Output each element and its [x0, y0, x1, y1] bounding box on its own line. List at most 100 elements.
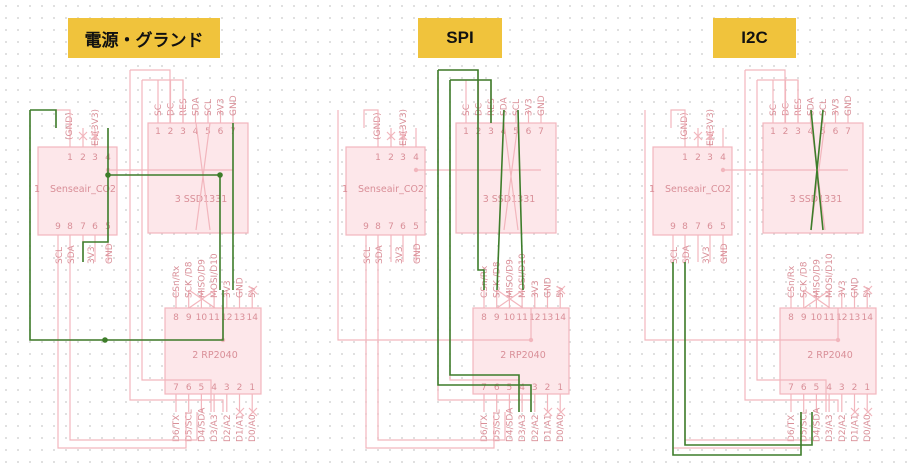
mcu-pin-number: 8	[788, 313, 794, 323]
junction-dot	[835, 337, 841, 343]
sensor-pin-number: 5	[413, 222, 419, 232]
display-pin-label: RES	[487, 98, 497, 116]
display-name: 3 SSD1331	[483, 194, 536, 205]
mcu-nc-mark	[248, 285, 258, 295]
mcu-name: 2 RP2040	[192, 350, 238, 361]
net-dc-base	[744, 70, 839, 412]
sensor-ref: 1	[34, 184, 40, 195]
mcu-pin-label: 3V3	[838, 280, 848, 298]
display-pin-number: 3	[795, 127, 801, 137]
sensor-nc-mark	[693, 131, 703, 141]
sensor-pin-number: 6	[707, 222, 713, 232]
sensor-nc-mark	[90, 131, 100, 141]
sensor-gnd-loop	[670, 109, 686, 128]
mcu-internal-cross	[188, 289, 216, 309]
sensor-pin-number: 8	[67, 222, 73, 232]
display-pin-number: 2	[783, 127, 789, 137]
mcu-pin-label: MOSI/D10	[825, 253, 835, 298]
sensor-pin-number: 9	[670, 222, 676, 232]
mcu-pin-number: 3	[224, 383, 230, 393]
net-scl-base	[57, 262, 187, 449]
sensor-pin-label: SDA	[67, 245, 77, 264]
display-pin-number: 3	[488, 127, 494, 137]
net-i2c-highlight	[672, 109, 824, 456]
sensor-pin-number: 8	[375, 222, 381, 232]
display-pin-label: 3V3	[217, 98, 227, 116]
mcu-pin-label: D4/SDA	[197, 407, 207, 442]
sensor-pin-number: 1	[67, 153, 73, 163]
mcu-pin-number: 1	[557, 383, 563, 393]
mcu-pin-number: 11	[823, 313, 834, 323]
mcu-pin-label: CSn/Rx	[480, 265, 490, 298]
sensor-pin-label: SDA	[375, 245, 385, 264]
mcu-pin-number: 11	[516, 313, 527, 323]
sensor-pin-number: 3	[92, 153, 98, 163]
mcu-pin-label: D3/A3	[825, 414, 835, 442]
mcu-pin-label: 5V	[556, 285, 566, 298]
display-name: 3 SSD1331	[175, 194, 228, 205]
display-ctrl-wire	[142, 79, 184, 123]
mcu-pin-label: D0/A0	[248, 414, 258, 442]
mcu-pin-number: 14	[554, 313, 566, 323]
mcu-pin-number: 12	[836, 313, 847, 323]
display-pin-number: 4	[808, 127, 814, 137]
mcu-pin-label: MISO/D9	[812, 259, 822, 298]
sensor-nc-mark	[78, 131, 88, 141]
sensor-pin-label: GND	[413, 243, 423, 264]
sensor-nc-mark	[705, 131, 715, 141]
mcu-pin-number: 2	[852, 383, 858, 393]
display-name: 3 SSD1331	[790, 194, 843, 205]
mcu-pin-label: D4/SDA	[812, 407, 822, 442]
display-pin-number: 7	[845, 127, 851, 137]
display-pin-label: DC	[167, 103, 177, 116]
display-pin-label: 3V3	[525, 98, 535, 116]
mcu-nc-mark	[248, 407, 258, 417]
mcu-nc-mark	[235, 407, 245, 417]
mcu-pin-label: 5V	[863, 285, 873, 298]
mcu-pin-number: 8	[173, 313, 179, 323]
mcu-pin-number: 9	[801, 313, 807, 323]
mcu-pin-label: SCK /D8	[185, 261, 195, 298]
mcu-nc-mark	[863, 407, 873, 417]
sensor-name: Senseair_CO2	[665, 184, 731, 195]
mcu-pin-label: D1/A1	[851, 414, 861, 442]
mcu-pin-number: 5	[199, 383, 205, 393]
sensor-pin-number: 1	[375, 153, 381, 163]
junction-dot	[102, 337, 108, 343]
sensor-ref: 1	[342, 184, 348, 195]
mcu-pin-label: D6/TX	[787, 415, 797, 442]
sensor-pin-number: 2	[695, 153, 701, 163]
mcu-internal-cross	[496, 289, 524, 309]
mcu-internal-cross	[803, 289, 831, 309]
mcu-pin-label: D3/A3	[210, 414, 220, 442]
mcu-pin-number: 1	[249, 383, 255, 393]
mcu-pin-label: D6/TX	[480, 415, 490, 442]
display-pin-number: 1	[463, 127, 469, 137]
mcu-pin-number: 13	[849, 313, 860, 323]
display-pin-label: SCL	[204, 99, 214, 116]
display-pin-label: SDA	[192, 97, 202, 116]
mcu-pin-number: 6	[494, 383, 500, 393]
display-pin-label: SCL	[512, 99, 522, 116]
mcu-pin-label: D0/A0	[556, 414, 566, 442]
mcu-pin-label: D6/TX	[172, 415, 182, 442]
sensor-pin-label: GND	[105, 243, 115, 264]
sensor-pin-number: 3	[400, 153, 406, 163]
display-pin-number: 2	[168, 127, 174, 137]
sensor-pin-number: 8	[682, 222, 688, 232]
mcu-pin-label: D4/SDA	[505, 407, 515, 442]
display-pin-label: SC	[769, 104, 779, 116]
mcu-pin-number: 14	[861, 313, 873, 323]
net-sda-base	[69, 262, 198, 441]
mcu-pin-label: GND	[236, 277, 246, 298]
sensor-pin-number: 4	[720, 153, 726, 163]
sensor-pin-label: 3V3	[702, 246, 712, 264]
mcu-pin-number: 14	[246, 313, 258, 323]
sensor-pin-en-label: EN(3V3)	[399, 109, 409, 146]
display-pin-number: 3	[180, 127, 186, 137]
mcu-name: 2 RP2040	[500, 350, 546, 361]
sensor-pin-label: SDA	[682, 245, 692, 264]
display-pin-number: 1	[155, 127, 161, 137]
mcu-nc-mark	[863, 285, 873, 295]
mcu-pin-number: 13	[542, 313, 553, 323]
